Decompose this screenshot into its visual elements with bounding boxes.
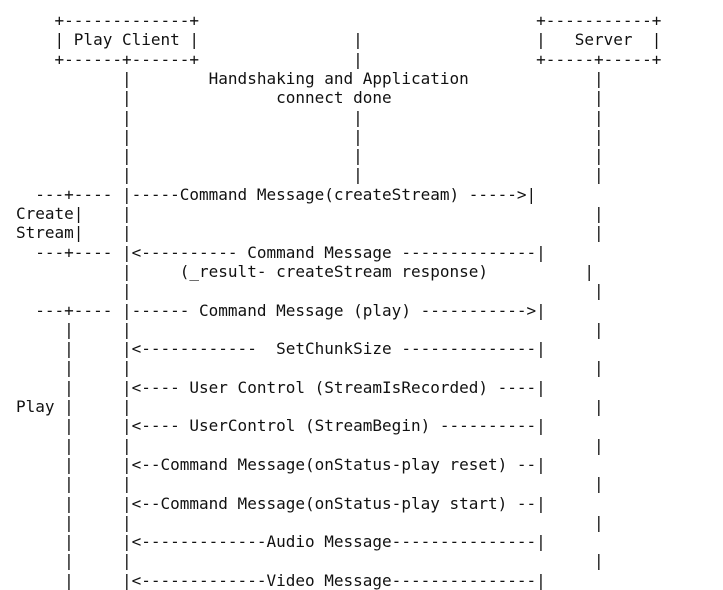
diagram-line: Stream| | | [16,223,604,243]
diagram-line: | |<------------ SetChunkSize ----------… [16,339,546,359]
diagram-line: | Play Client | | | Server | [16,30,662,50]
diagram-line: | | | [16,146,604,166]
diagram-line: +-------------+ +-----------+ [16,11,662,30]
diagram-line: | Handshaking and Application | [16,68,604,88]
diagram-line: | | | [16,358,604,378]
diagram-line: | | | [16,165,604,185]
diagram-line: | |<--Command Message(onStatus-play star… [16,493,546,513]
diagram-line: | |<-------------Audio Message----------… [16,532,546,552]
diagram-line: Create| | | [16,204,604,223]
diagram-line: | | | [16,474,604,494]
diagram-line: | |<-------------Video Message----------… [16,570,546,590]
diagram-line: ---+---- |------ Command Message (play) … [16,300,546,320]
diagram-line: | | | [16,319,604,339]
diagram-line: +------+------+ | +-----+-----+ [16,49,662,69]
diagram-line: | (_result- createStream response) | [16,261,594,281]
diagram-line: | | | [16,126,604,146]
diagram-line: | |<--Command Message(onStatus-play rese… [16,454,546,474]
diagram-line: ---+---- |-----Command Message(createStr… [16,184,537,204]
diagram-line: | | | [16,551,604,571]
diagram-line: | | | [16,512,604,532]
diagram-line: | | | [16,435,604,455]
diagram-line: | connect done | [16,88,604,108]
diagram-line: ---+---- |<---------- Command Message --… [16,242,546,262]
diagram-line: | | | [16,107,604,127]
diagram-line: | |<---- UserControl (StreamBegin) -----… [16,416,546,436]
diagram-line: | |<---- User Control (StreamIsRecorded)… [16,377,546,397]
diagram-line: | | [16,281,604,301]
diagram-line: Play | | | [16,397,604,416]
